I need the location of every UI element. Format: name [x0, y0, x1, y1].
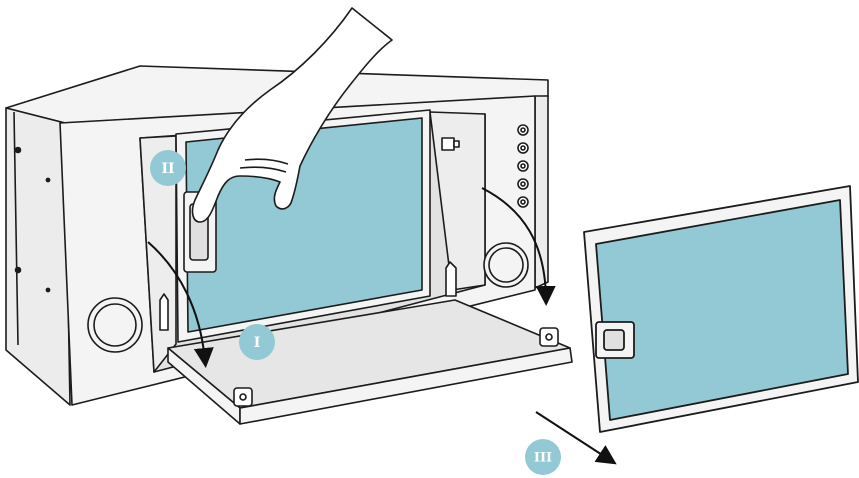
recess-right-wall — [429, 111, 486, 291]
step-marker-3: III — [525, 439, 561, 475]
removed-filter-mesh — [595, 199, 849, 421]
tray-lip — [239, 347, 573, 425]
tray-hinge-left — [233, 387, 253, 407]
right-vent-inner — [488, 247, 524, 283]
filter-grip-icon — [595, 321, 635, 359]
step-marker-3-circle — [525, 439, 561, 475]
hand-icon — [191, 7, 393, 223]
hood-left-side — [5, 107, 71, 406]
arrow-right-fold — [481, 187, 556, 306]
side-screw — [45, 287, 51, 293]
step-marker-2-label: II — [161, 161, 174, 177]
arrow-remove — [535, 411, 617, 465]
right-hinge — [445, 261, 457, 297]
step-marker-1-circle — [239, 324, 275, 360]
left-hinge — [159, 293, 169, 331]
step-marker-1-label: I — [254, 335, 261, 351]
step-marker-2: II — [150, 150, 186, 186]
tray-hinge-right — [539, 327, 559, 347]
step-marker-3-label: III — [534, 451, 552, 466]
removed-filter — [583, 185, 859, 433]
side-flange — [13, 111, 19, 346]
arrow-left-fold — [147, 241, 214, 368]
side-screw — [14, 146, 22, 154]
side-screw — [45, 177, 51, 183]
step-marker-1: I — [239, 324, 275, 360]
latch-icon — [441, 137, 460, 151]
control-knob-icon — [517, 124, 529, 208]
motion-arrows — [147, 187, 617, 465]
step-marker-2-circle — [150, 150, 186, 186]
left-vent-inner — [93, 303, 137, 347]
side-screw — [14, 266, 22, 274]
opened-tray — [167, 299, 573, 425]
